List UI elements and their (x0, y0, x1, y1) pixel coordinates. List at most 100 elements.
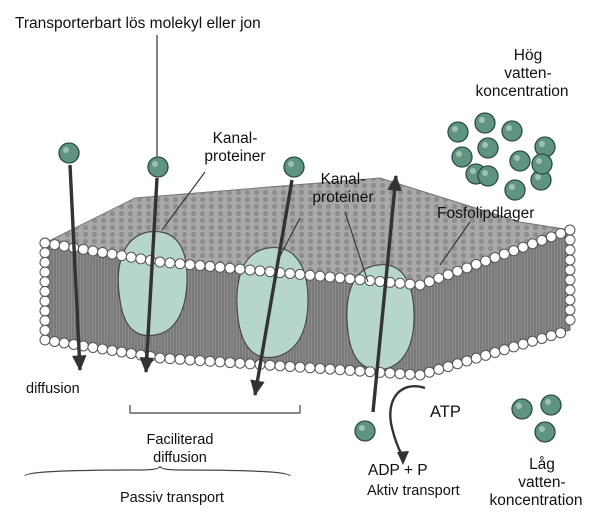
lipid-head (125, 251, 137, 263)
lipid-head (508, 245, 520, 257)
lipid-head (564, 244, 576, 256)
high-water-label: Hög vatten- koncentration (475, 47, 578, 101)
lipid-head (489, 252, 501, 263)
lipid-head (545, 330, 557, 342)
lipid-head (536, 332, 548, 344)
lipid-head (49, 239, 61, 251)
phospholipid-label: Fosfolipdlager (437, 205, 535, 222)
lipid-head (404, 278, 416, 290)
lipid-head (135, 253, 147, 265)
lipid-head (442, 361, 454, 373)
lipid-head (564, 294, 576, 306)
atp-label: ATP (430, 403, 461, 421)
lipid-head (39, 247, 51, 259)
water-molecule-high-shine (479, 117, 485, 123)
lipid-head (39, 334, 51, 346)
lipid-head (116, 250, 128, 262)
lipid-head (244, 358, 256, 370)
lipid-head (394, 368, 406, 380)
lipid-head (527, 335, 538, 347)
facilitated-bracket (129, 405, 301, 414)
lipid-head (423, 366, 435, 378)
lipid-head (39, 315, 51, 327)
lipid-head (480, 349, 492, 361)
lipid-head (39, 286, 51, 297)
water-molecule-high-shine (509, 184, 515, 190)
lipid-head (423, 276, 435, 288)
lipid-head (77, 243, 89, 255)
water-molecule-high (501, 120, 523, 142)
lipid-head (364, 366, 376, 378)
lipid-head (214, 261, 226, 273)
lipid-head (489, 347, 501, 358)
channel-leader-3 (344, 211, 369, 283)
lipid-head (527, 238, 538, 250)
lipid-head (564, 224, 576, 236)
channel-proteins-2-line-1: Kanal- (320, 171, 366, 188)
lipid-head (184, 259, 196, 271)
molecule-facilitated-1 (147, 156, 169, 178)
molecule-diffusion (58, 142, 80, 164)
lipid-head (174, 258, 186, 270)
facilitated-arrow-2 (253, 179, 294, 396)
active-transport-arrow (371, 175, 398, 413)
lipid-head (404, 368, 416, 380)
lipid-head (58, 240, 70, 252)
lipid-head (461, 262, 473, 274)
passive-label: Passiv transport (120, 490, 224, 506)
high-water-line-3: koncentration (475, 83, 569, 100)
lipid-head (498, 344, 510, 356)
atp-arrowhead (397, 451, 409, 465)
water-molecule-high-shine (470, 168, 476, 174)
channel-proteins-label-2: Kanal- proteiner (298, 171, 388, 207)
water-molecule-high (509, 150, 531, 172)
lipid-head (470, 258, 482, 270)
water-molecule-low (540, 394, 562, 416)
molecule-active-shine (359, 425, 365, 431)
lipid-head (39, 305, 51, 317)
lipid-head (304, 362, 316, 374)
lipid-head (106, 248, 118, 260)
lipid-head (164, 353, 176, 365)
passive-brace (24, 465, 291, 477)
lipid-head (433, 363, 445, 375)
lipid-head (284, 361, 296, 372)
lipid-head (224, 357, 236, 369)
lipid-head (555, 227, 567, 239)
facilitated-line-1: Faciliterad (146, 432, 214, 448)
lipid-head (87, 245, 99, 257)
lipid-head (204, 260, 216, 272)
lipid-head (480, 255, 492, 267)
lipid-head (508, 341, 520, 353)
molecule-diffusion-shine (63, 147, 69, 153)
water-molecule-high-shine (514, 155, 520, 161)
lipid-head (354, 365, 366, 377)
channel-leader-1 (161, 171, 206, 231)
lipid-head (234, 357, 246, 369)
water-molecule-high-shine (482, 170, 488, 176)
water-molecule-high-shine (536, 158, 542, 164)
lipid-head (194, 260, 206, 272)
active-transport-arrow-head (387, 174, 402, 192)
lipid-head (314, 270, 326, 282)
lipid-head (39, 256, 51, 268)
channel-proteins-1-line-1: Kanal- (212, 130, 258, 147)
phospholipid-leader-line (439, 221, 471, 266)
water-molecule-high (447, 121, 469, 143)
lipid-head (564, 274, 576, 286)
lipid-head (87, 342, 99, 353)
water-molecule-high-shine (452, 126, 458, 132)
lipid-head (39, 266, 51, 278)
low-water-line-2: vatten- (518, 474, 566, 491)
lipid-head (304, 269, 316, 281)
lipid-head (284, 268, 296, 279)
water-molecule-high (531, 153, 553, 175)
lipid-head (194, 355, 206, 367)
lipid-head (564, 254, 576, 266)
lipid-head (545, 231, 557, 243)
lipid-head (384, 367, 396, 379)
lipid-head (294, 361, 306, 373)
lipid-head (97, 343, 108, 355)
water-molecule-high-shine (482, 142, 488, 148)
